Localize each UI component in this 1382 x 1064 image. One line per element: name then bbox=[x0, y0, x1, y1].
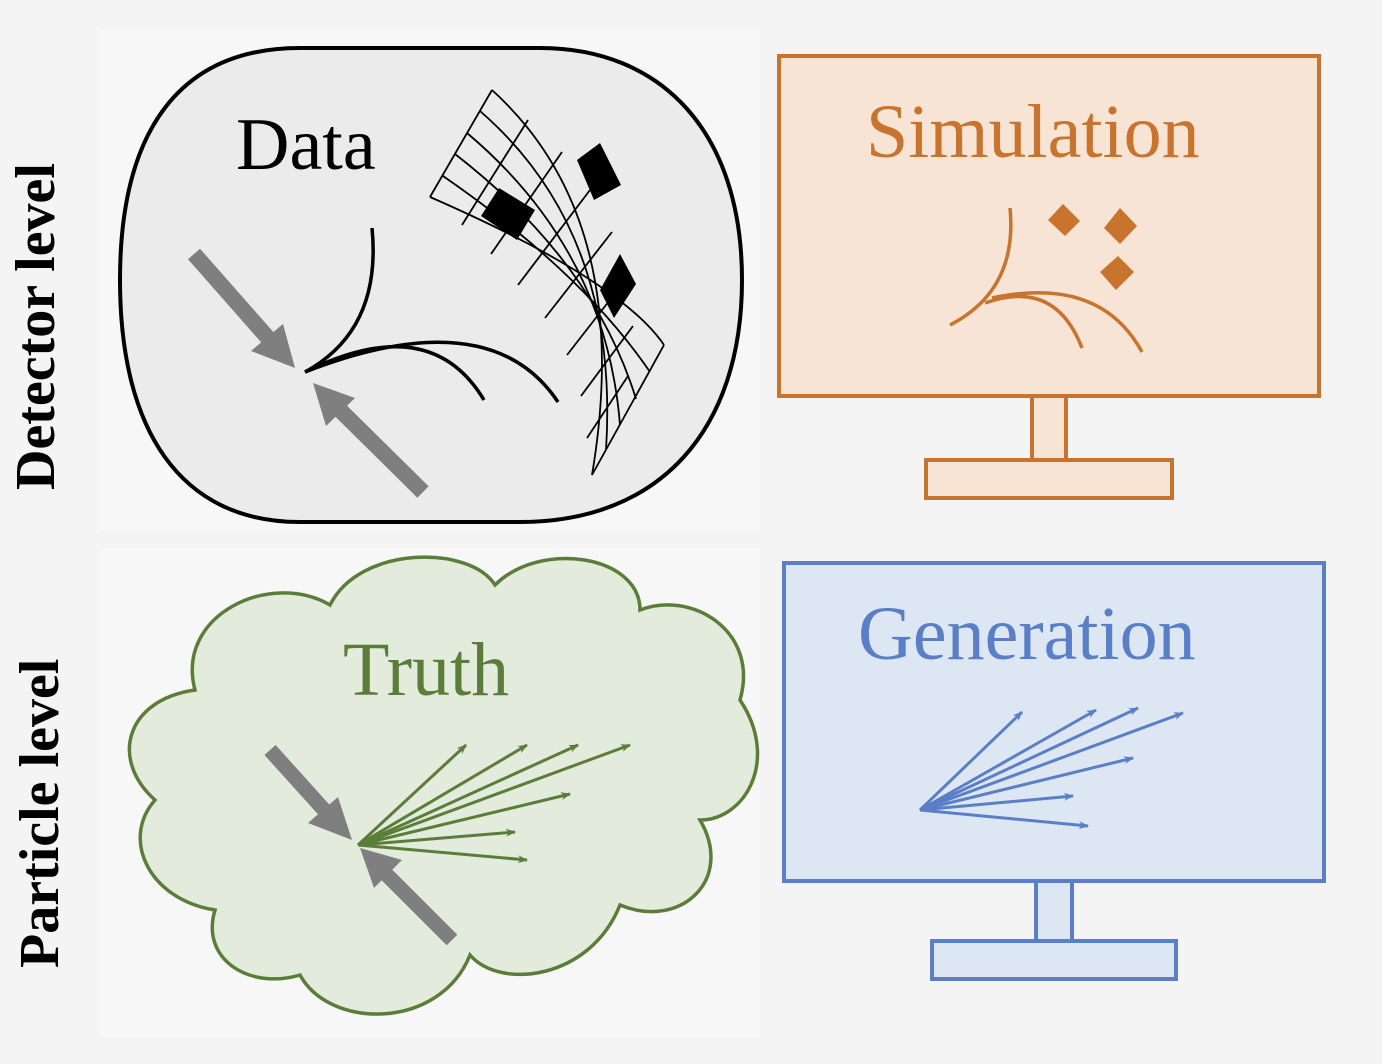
generation-particle-arrows bbox=[918, 706, 1184, 830]
simulation-monitor bbox=[777, 54, 1321, 500]
calorimeter-hits bbox=[481, 143, 636, 318]
particle-level-label: Particle level bbox=[9, 658, 71, 968]
simulation-title: Simulation bbox=[866, 90, 1200, 174]
data-beam-arrows bbox=[187, 248, 429, 498]
simulation-hits bbox=[1048, 204, 1137, 290]
data-title: Data bbox=[236, 104, 376, 186]
calorimeter-grid bbox=[429, 89, 665, 476]
truth-particle-arrows bbox=[356, 743, 631, 864]
data-tracks bbox=[304, 227, 560, 403]
truth-cloud bbox=[127, 555, 760, 1016]
generation-title: Generation bbox=[858, 592, 1196, 676]
generation-monitor bbox=[782, 561, 1326, 981]
truth-beam-arrows bbox=[264, 744, 458, 946]
truth-title: Truth bbox=[343, 628, 510, 712]
simulation-tracks bbox=[949, 207, 1144, 353]
detector-level-label: Detector level bbox=[5, 163, 67, 490]
